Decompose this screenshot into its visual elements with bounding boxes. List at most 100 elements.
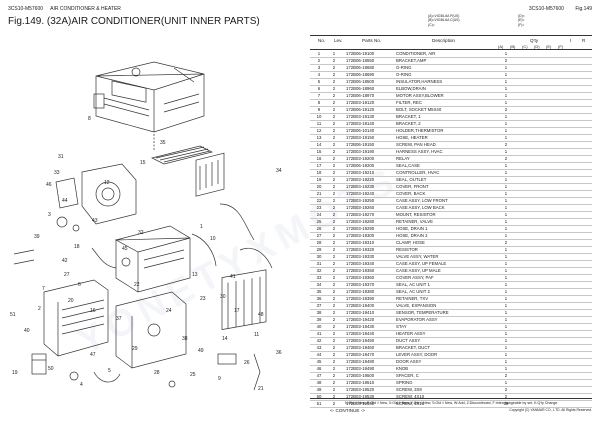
table-top-rule xyxy=(310,35,592,36)
part-number-cell[interactable]: 172B03-19540 xyxy=(346,401,375,406)
part-number-cell[interactable]: 172B03-19490 xyxy=(346,366,375,371)
part-no-cell: 41 xyxy=(316,331,322,336)
callout-number: 46 xyxy=(46,182,52,188)
part-number-cell[interactable]: 172B06-18960 xyxy=(346,86,375,91)
callout-number: 24 xyxy=(166,308,172,314)
part-number-cell[interactable]: 172B03-19140 xyxy=(346,121,375,126)
part-number-cell[interactable]: 172B03-19480 xyxy=(346,359,375,364)
part-number-cell[interactable]: 172B03-19210 xyxy=(346,170,375,175)
part-number-cell[interactable]: 172B03-19510 xyxy=(346,380,375,385)
part-number-cell[interactable]: 172B03-19430 xyxy=(346,324,375,329)
part-number-cell[interactable]: 172B03-19260 xyxy=(346,205,375,210)
part-number-cell[interactable]: 172B03-19190 xyxy=(346,149,375,154)
level-cell: 2 xyxy=(332,352,336,357)
callout-number: 14 xyxy=(222,336,228,342)
part-number-cell[interactable]: 172B03-19240 xyxy=(346,191,375,196)
part-number-cell[interactable]: 172B03-19340 xyxy=(346,261,375,266)
part-number-cell[interactable]: 172B03-19390 xyxy=(346,296,375,301)
part-number-cell[interactable]: 172B06-18690 xyxy=(346,72,375,77)
part-number-cell[interactable]: 172B03-19320 xyxy=(346,247,375,252)
part-no-cell: 2 xyxy=(317,58,321,63)
part-number-cell[interactable]: 172B06-18680 xyxy=(346,65,375,70)
callout-number: 6 xyxy=(78,282,81,288)
continue-link[interactable]: <- CONTINUE -> xyxy=(330,408,365,413)
description-cell: INSULATOR,HARNESS xyxy=(396,79,443,84)
part-number-cell[interactable]: 172B06-19100 xyxy=(346,51,375,56)
part-number-cell[interactable]: 172B03-19310 xyxy=(346,240,375,245)
level-cell: 2 xyxy=(332,226,336,231)
model-note: (C)= xyxy=(428,22,435,27)
part-no-cell: 10 xyxy=(316,114,322,119)
part-number-cell[interactable]: 172B03-19460 xyxy=(346,345,375,350)
part-number-cell[interactable]: 172B06-18500 xyxy=(346,79,375,84)
part-number-cell[interactable]: 172B06-19150 xyxy=(346,142,375,147)
qty-cell: 1 xyxy=(504,331,508,336)
part-number-cell[interactable]: 172B03-19270 xyxy=(346,212,375,217)
part-number-cell[interactable]: 172B03-19220 xyxy=(346,177,375,182)
part-no-cell: 9 xyxy=(317,107,321,112)
qty-cell: 1 xyxy=(504,261,508,266)
part-number-cell[interactable]: 172B06-10140 xyxy=(346,128,375,133)
part-number-cell[interactable]: 172B03-19400 xyxy=(346,303,375,308)
part-number-cell[interactable]: 172B03-19500 xyxy=(346,373,375,378)
description-cell: SEAL,CASE xyxy=(396,163,420,168)
description-cell: STAY xyxy=(396,324,407,329)
callout-number: 19 xyxy=(12,370,18,376)
col-no: No. xyxy=(318,38,326,43)
part-no-cell: 31 xyxy=(316,261,322,266)
part-number-cell[interactable]: 172B03-19410 xyxy=(346,310,375,315)
qty-cell: 2 xyxy=(504,373,508,378)
callout-number: 1 xyxy=(200,224,203,230)
part-number-cell[interactable]: 172B03-19200 xyxy=(346,156,375,161)
part-number-cell[interactable]: 172B03-19150 xyxy=(346,135,375,140)
part-number-cell[interactable]: 172B03-19370 xyxy=(346,282,375,287)
part-no-cell: 12 xyxy=(316,128,322,133)
qty-cell: 1 xyxy=(504,51,508,56)
level-cell: 2 xyxy=(332,401,336,406)
description-cell: CONTROLLER, HVAC xyxy=(396,170,440,175)
part-number-cell[interactable]: 172B06-19200 xyxy=(346,163,375,168)
part-number-cell[interactable]: 172B03-19380 xyxy=(346,289,375,294)
part-number-cell[interactable]: 172B06-18550 xyxy=(346,58,375,63)
part-number-cell[interactable]: 172B03-19360 xyxy=(346,275,375,280)
figure-title: Fig.149. (32A)AIR CONDITIONER(UNIT INNER… xyxy=(8,16,260,27)
part-number-cell[interactable]: 172B03-19300 xyxy=(346,233,375,238)
part-number-cell[interactable]: 172B03-19120 xyxy=(346,100,375,105)
level-cell: 2 xyxy=(332,261,336,266)
callout-number: 26 xyxy=(244,360,250,366)
callout-number: 42 xyxy=(62,258,68,264)
part-number-cell[interactable]: 172B03-19230 xyxy=(346,184,375,189)
description-cell: SCREW, 4X10 xyxy=(396,394,425,399)
part-number-cell[interactable]: 172B03-19330 xyxy=(346,254,375,259)
level-cell: 2 xyxy=(332,142,336,147)
part-number-cell[interactable]: 172B03-19470 xyxy=(346,352,375,357)
part-number-cell[interactable]: 172B03-19130 xyxy=(346,114,375,119)
part-number-cell[interactable]: 172B03-19450 xyxy=(346,338,375,343)
model-notes-2: (D)= (E)= (F)= xyxy=(518,14,525,27)
part-number-cell[interactable]: 172B06-18970 xyxy=(346,93,375,98)
col-description: Description xyxy=(432,38,455,43)
part-no-cell: 14 xyxy=(316,142,322,147)
part-number-cell[interactable]: 172B03-19420 xyxy=(346,317,375,322)
part-number-cell[interactable]: 172B03-19520 xyxy=(346,387,375,392)
col-i: I xyxy=(570,38,572,43)
part-number-cell[interactable]: 172B03-19280 xyxy=(346,219,375,224)
part-number-cell[interactable]: 172B03-19350 xyxy=(346,268,375,273)
part-no-cell: 23 xyxy=(316,205,322,210)
part-no-cell: 44 xyxy=(316,352,322,357)
part-number-cell[interactable]: 172B03-19250 xyxy=(346,198,375,203)
level-cell: 2 xyxy=(332,100,336,105)
description-cell: CASE ASSY, LOW FRONT xyxy=(396,198,448,203)
part-number-cell[interactable]: 172B03-19290 xyxy=(346,226,375,231)
part-number-cell[interactable]: 172B03-19530 xyxy=(346,394,375,399)
description-cell: SPRING xyxy=(396,380,413,385)
part-number-cell[interactable]: 172B03-19440 xyxy=(346,331,375,336)
part-number-cell[interactable]: 172B06-19120 xyxy=(346,107,375,112)
description-cell: RETAINER, VALVE xyxy=(396,219,434,224)
